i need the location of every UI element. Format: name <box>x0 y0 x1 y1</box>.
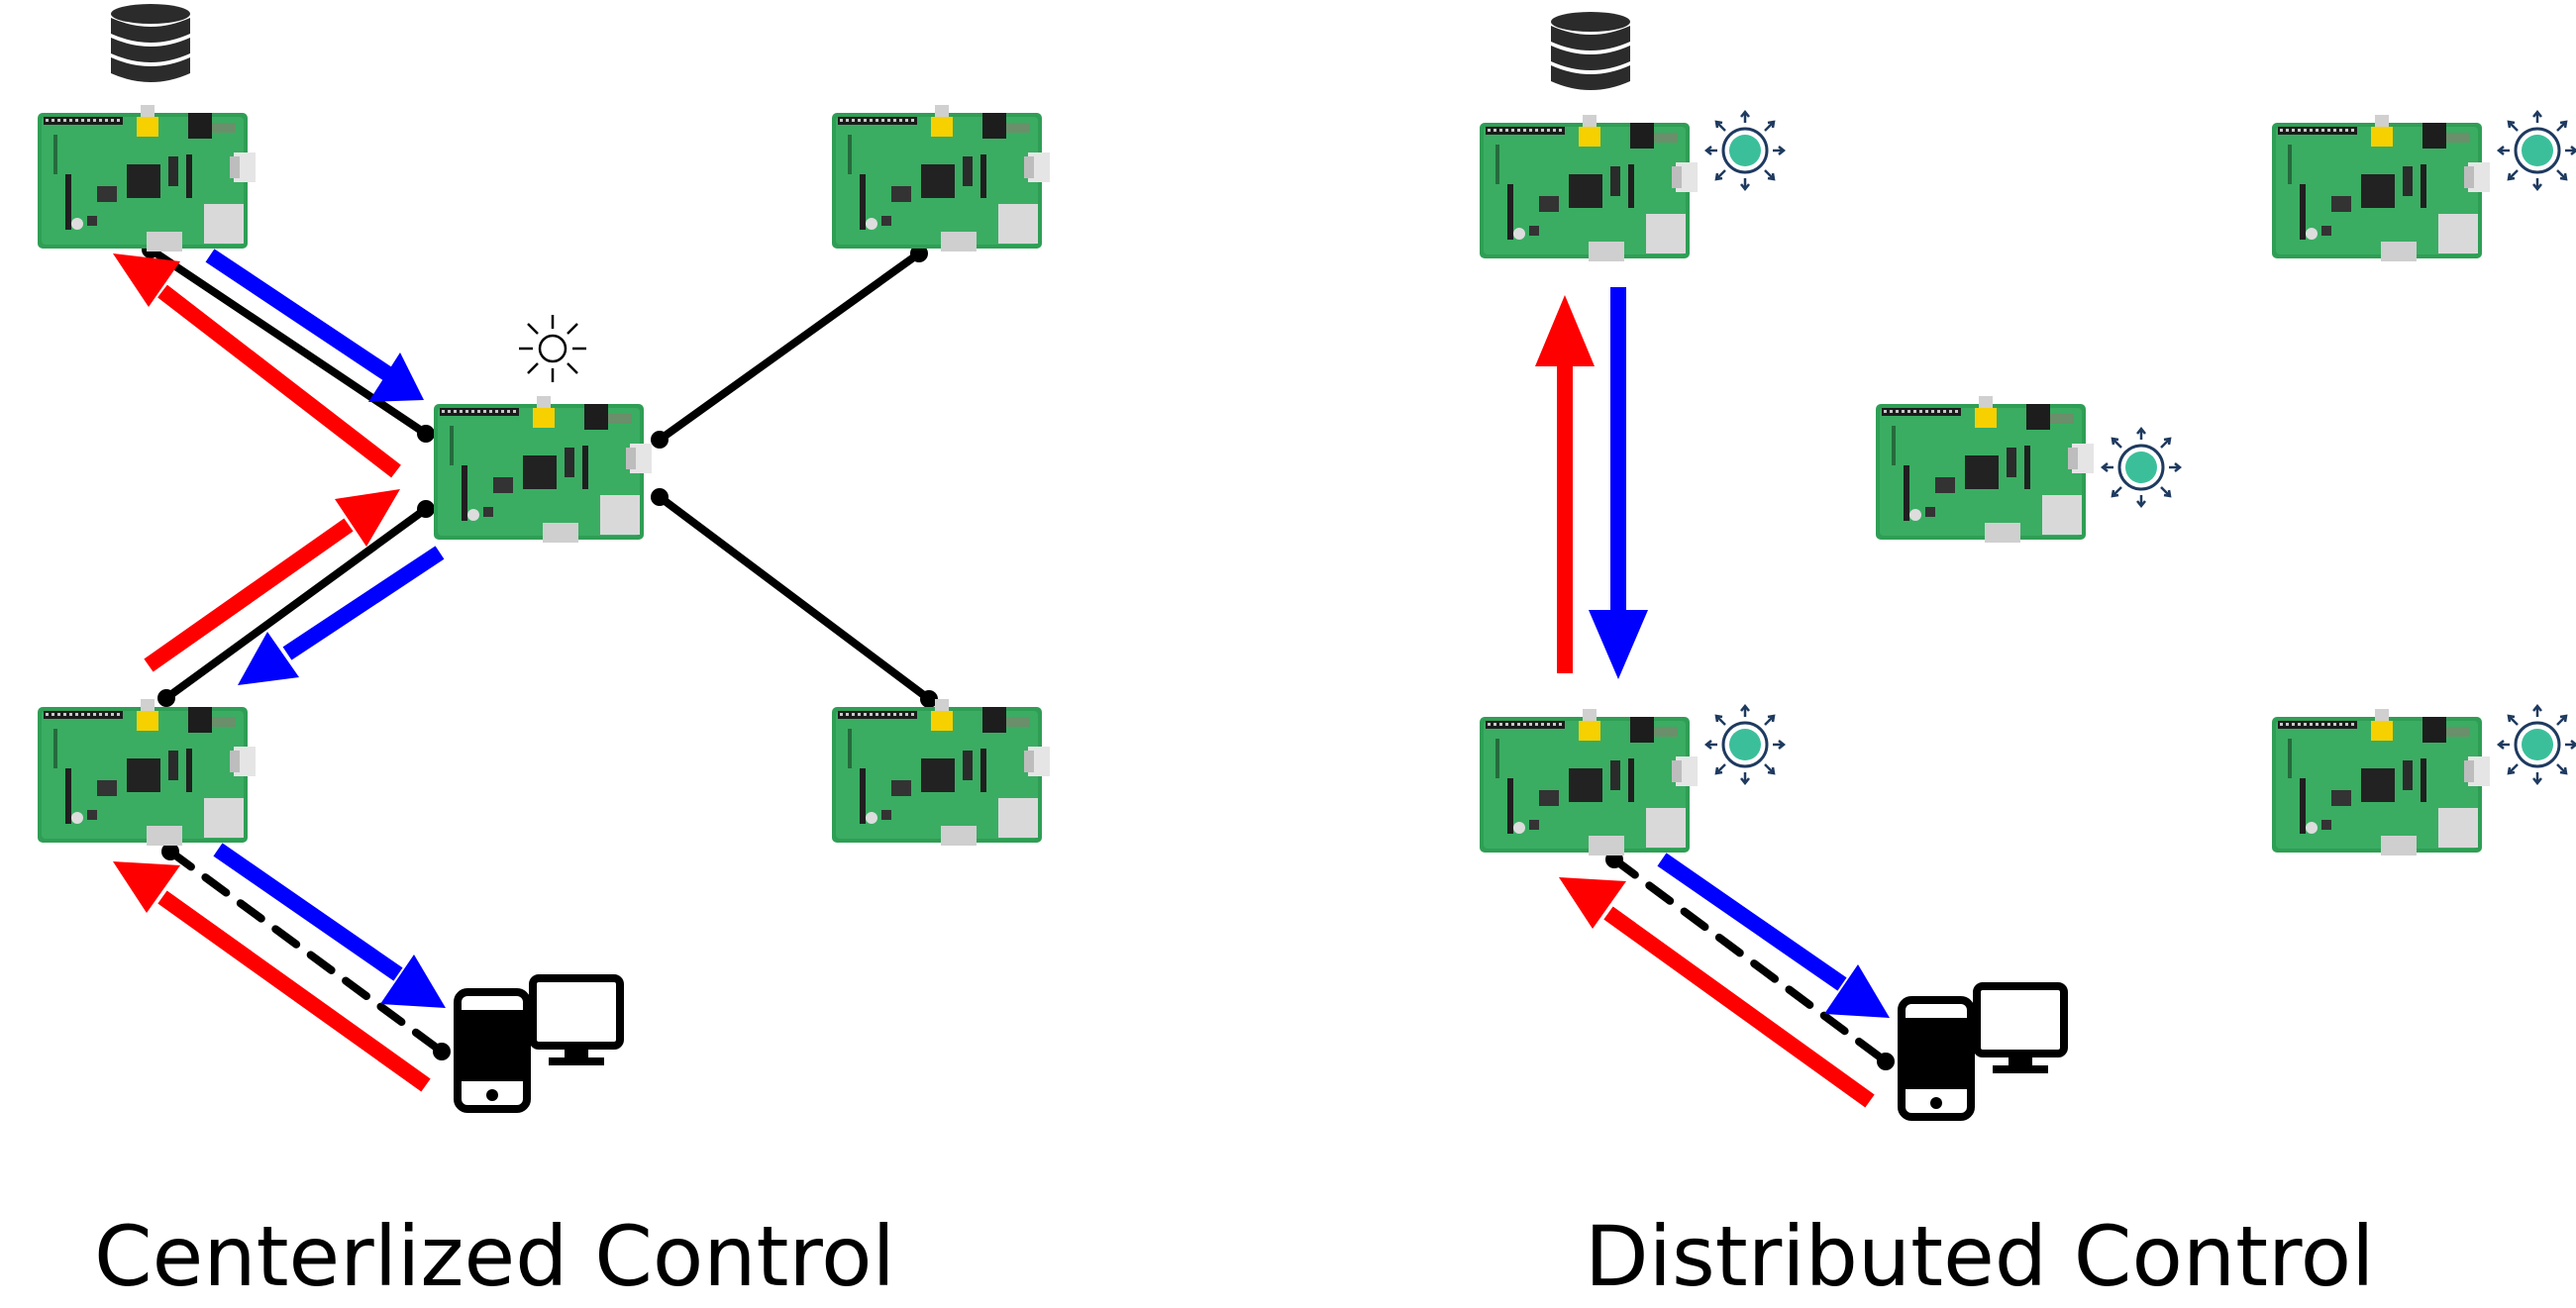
board-top-left <box>38 105 256 252</box>
endpoint-dot <box>920 690 938 708</box>
distributed-control-caption: Distributed Control <box>1585 1208 2375 1305</box>
phone-and-monitor-icon <box>458 978 620 1109</box>
database-icon <box>1551 12 1630 90</box>
broadcast-node-icon <box>2497 704 2576 785</box>
request-arrows <box>205 249 446 1008</box>
phone-and-monitor-icon <box>1902 986 2064 1117</box>
centralized-section <box>38 4 1050 1109</box>
board-top-right <box>832 105 1050 252</box>
endpoint-dot <box>651 488 669 506</box>
link-bottom-left-to-center <box>162 505 430 702</box>
board-dist-top-right <box>2272 115 2490 261</box>
database-icon <box>111 4 190 82</box>
blue-arrow-mid-head <box>238 632 299 685</box>
link-center-to-bottom-right <box>656 493 933 703</box>
broadcast-node-icon <box>2101 427 2182 508</box>
endpoint-dot <box>157 689 175 707</box>
blue-arrow-top-head <box>368 352 424 402</box>
distributed-section <box>1480 12 2576 1117</box>
broadcast-node-icon <box>1704 704 1786 785</box>
blue-arrow-top-shaft <box>205 249 393 381</box>
link-bottom-board-to-devices <box>1610 855 1890 1065</box>
red-arrow-mid-head <box>335 489 400 547</box>
board-dist-bottom-left <box>1480 709 1698 855</box>
link-lines <box>147 246 933 1056</box>
red-arrow-top-head <box>113 253 180 307</box>
sun-controller-icon <box>519 315 586 382</box>
red-arrow-diag-head <box>1559 877 1626 929</box>
request-arrows <box>1589 287 1890 1018</box>
response-arrows <box>113 253 431 1092</box>
endpoint-dot <box>417 425 435 443</box>
blue-arrow-bottom-head <box>380 955 446 1008</box>
centralized-control-caption: Centerlized Control <box>94 1208 895 1305</box>
blue-arrow-diag-shaft <box>1657 853 1847 991</box>
red-arrow-bottom-shaft <box>157 890 431 1092</box>
red-arrow-mid-shaft <box>144 518 354 672</box>
endpoint-dot <box>417 500 435 518</box>
link-bottom-left-to-devices <box>166 848 446 1056</box>
blue-arrow-bottom-shaft <box>213 843 403 981</box>
link-top-left-to-center <box>147 246 430 438</box>
red-arrow-top-shaft <box>157 284 401 478</box>
blue-arrow-vertical-head <box>1589 610 1648 679</box>
board-dist-top-left <box>1480 115 1698 261</box>
board-dist-middle <box>1876 396 2094 543</box>
board-bottom-left <box>38 699 256 846</box>
board-dist-bottom-right <box>2272 709 2490 855</box>
red-arrow-vertical-head <box>1535 295 1595 366</box>
broadcast-node-icon <box>2497 110 2576 191</box>
endpoint-dot <box>651 431 669 449</box>
response-arrows <box>1535 295 1875 1108</box>
endpoint-dot <box>1877 1053 1895 1070</box>
broadcast-node-icon <box>1704 110 1786 191</box>
board-bottom-right <box>832 699 1050 846</box>
board-center <box>434 396 652 543</box>
blue-arrow-diag-head <box>1824 964 1890 1018</box>
red-arrow-diag-shaft <box>1603 906 1875 1108</box>
endpoint-dot <box>433 1043 451 1060</box>
endpoint-dot <box>910 245 928 262</box>
blue-arrow-mid-shaft <box>282 546 445 660</box>
red-arrow-bottom-head <box>113 861 180 913</box>
endpoint-dot <box>161 843 179 860</box>
link-center-to-top-right <box>656 250 923 444</box>
